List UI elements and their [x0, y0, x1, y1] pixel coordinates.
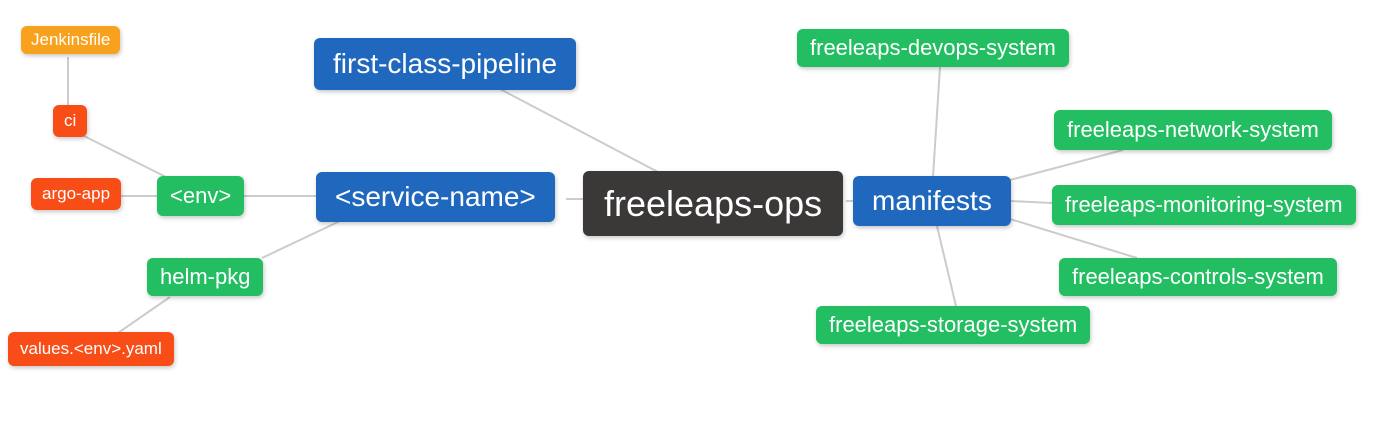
node-freeleaps-controls-system[interactable]: freeleaps-controls-system: [1059, 258, 1337, 297]
node-freeleaps-monitoring-system[interactable]: freeleaps-monitoring-system: [1052, 185, 1356, 226]
node-ci[interactable]: ci: [53, 105, 88, 138]
node-first-class-pipeline[interactable]: first-class-pipeline: [314, 38, 577, 90]
node-freeleaps-ops[interactable]: freeleaps-ops: [583, 171, 844, 237]
node-service-name[interactable]: <service-name>: [316, 172, 555, 222]
edge-manifests-monitoring: [1009, 200, 1053, 204]
edge-manifests-storage: [936, 225, 957, 307]
node-values-env-yaml[interactable]: values.<env>.yaml: [8, 332, 174, 367]
edge-values-helm-pkg: [117, 296, 171, 334]
node-freeleaps-network-system[interactable]: freeleaps-network-system: [1054, 110, 1332, 151]
node-freeleaps-storage-system[interactable]: freeleaps-storage-system: [816, 306, 1091, 345]
edge-manifests-controls: [1009, 218, 1138, 259]
edge-ci-env: [79, 133, 169, 179]
node-env[interactable]: <env>: [157, 176, 245, 217]
node-manifests[interactable]: manifests: [853, 176, 1011, 226]
edge-manifests-network: [1009, 149, 1124, 181]
node-jenkinsfile[interactable]: Jenkinsfile: [21, 26, 121, 55]
node-helm-pkg[interactable]: helm-pkg: [147, 258, 264, 297]
edge-fcp-freeleaps-ops: [499, 88, 659, 173]
edge-manifests-devops: [932, 66, 941, 178]
node-argo-app[interactable]: argo-app: [31, 178, 122, 211]
edge-helm-pkg-service-name: [261, 220, 341, 259]
node-freeleaps-devops-system[interactable]: freeleaps-devops-system: [797, 29, 1069, 68]
